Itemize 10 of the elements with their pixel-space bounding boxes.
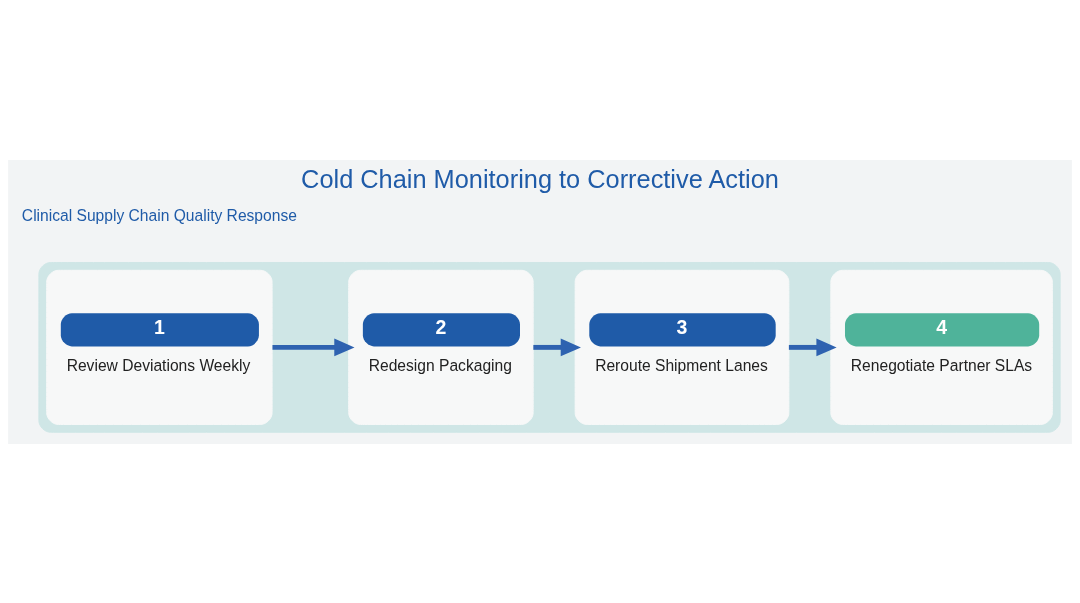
- node-box: 3 Reroute Shipment Lanes: [574, 269, 790, 425]
- arrow: [272, 338, 355, 356]
- label: Clinical Supply Chain Quality Response: [21, 206, 297, 224]
- diagram-title: Cold Chain Monitoring to Corrective Action: [301, 164, 779, 193]
- node-box: 4 Renegotiate Partner SLAs: [830, 269, 1053, 425]
- node-box: 1 Review Deviations Weekly: [46, 269, 273, 425]
- arrow: [533, 338, 581, 356]
- node-box: 2 Redesign Packaging: [348, 269, 534, 425]
- arrow: [788, 338, 837, 356]
- cluster: [38, 261, 1061, 433]
